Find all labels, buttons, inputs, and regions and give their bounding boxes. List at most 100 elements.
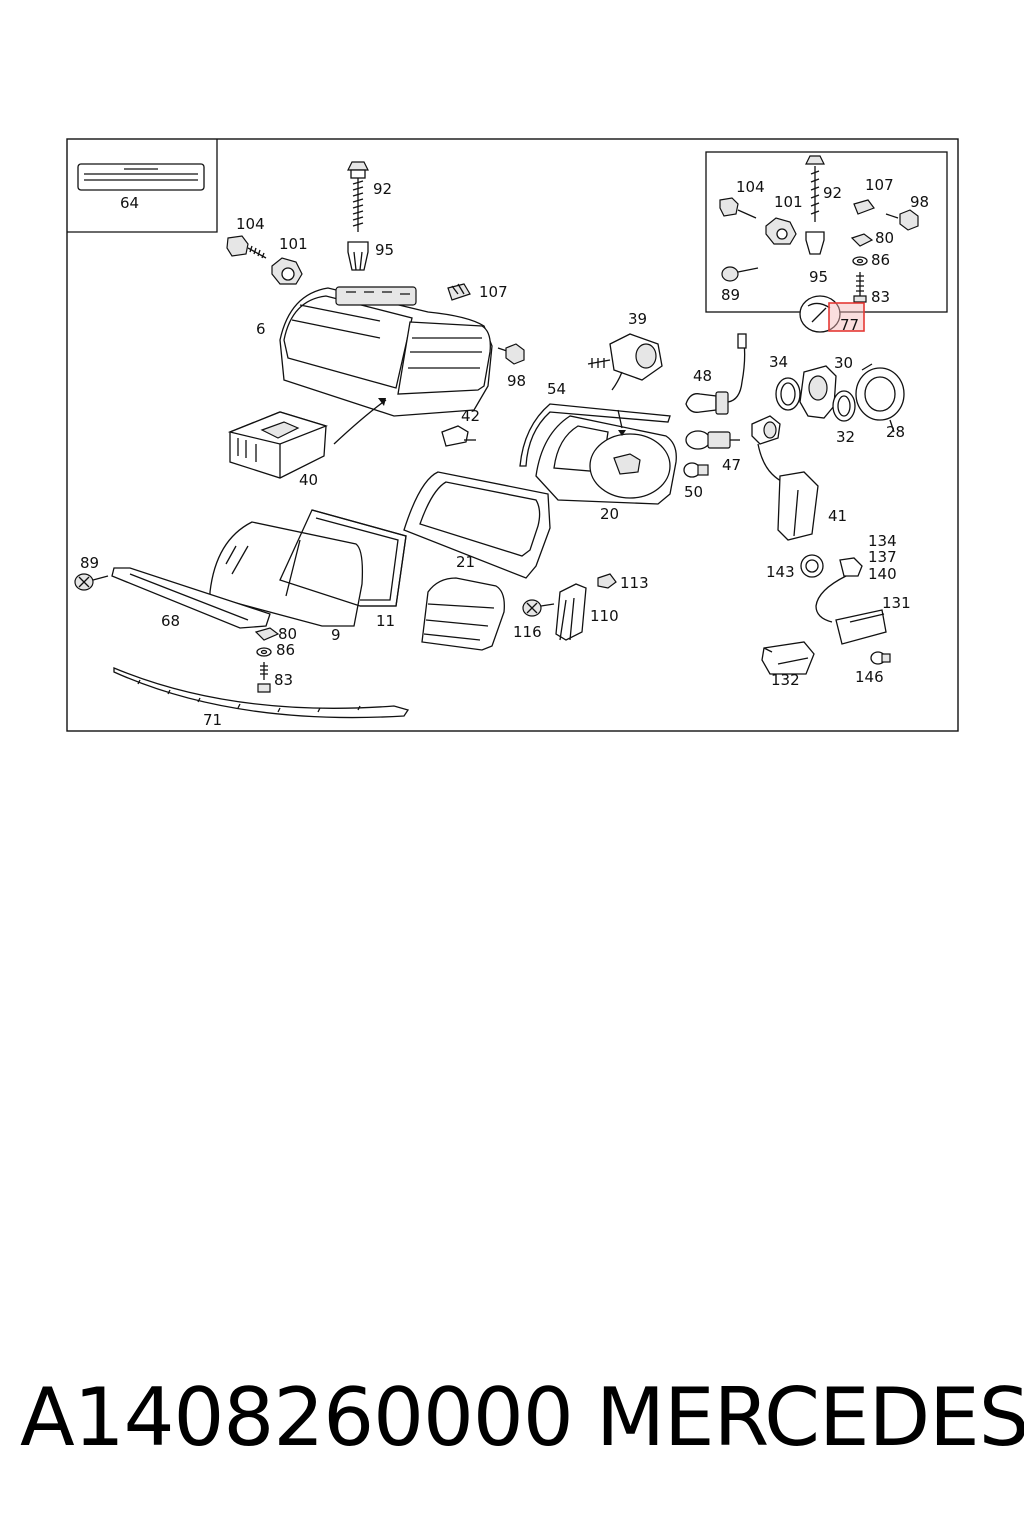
side-lamp-socket (815, 557, 863, 623)
callout-143: 143 (766, 563, 795, 581)
frame-21 (403, 471, 551, 579)
callout-132: 132 (771, 671, 800, 689)
callout-146: 146 (855, 668, 884, 686)
inset-bolt-104 (719, 197, 757, 219)
headlamp-assembly-6 (279, 286, 493, 417)
inset-screw-83 (853, 272, 867, 303)
callout-48: 48 (693, 367, 712, 385)
bulb-146 (870, 651, 891, 665)
inset-clip-80 (850, 233, 874, 247)
inset-nut-101 (765, 217, 797, 245)
headlamp-lens-9 (209, 521, 364, 627)
bracket-110 (555, 583, 587, 641)
part-number: A1408260000 (20, 1371, 574, 1464)
callout-inset-98: 98 (910, 193, 929, 211)
callout-68: 68 (161, 612, 180, 630)
callout-140: 140 (868, 565, 897, 583)
nut-101-left (271, 257, 303, 285)
screw-116 (522, 599, 555, 617)
callout-39: 39 (628, 310, 647, 328)
side-marker-131 (835, 609, 887, 645)
callout-131: 131 (882, 594, 911, 612)
callout-34: 34 (769, 353, 788, 371)
callout-inset-83: 83 (871, 288, 890, 306)
strip-71 (113, 667, 410, 719)
clip-113 (597, 573, 617, 589)
screw-92 (347, 161, 369, 232)
clip-107-left (447, 283, 471, 301)
cover-cap-28 (855, 363, 905, 433)
callout-inset-89: 89 (721, 286, 740, 304)
callout-28: 28 (886, 423, 905, 441)
callout-inset-104: 104 (736, 178, 765, 196)
callout-50: 50 (684, 483, 703, 501)
inset-clip-95 (805, 231, 825, 255)
callout-40: 40 (299, 471, 318, 489)
callout-89: 89 (80, 554, 99, 572)
callout-inset-107: 107 (865, 176, 894, 194)
callout-101: 101 (279, 235, 308, 253)
ballast-module-40 (227, 411, 328, 479)
callout-71: 71 (203, 711, 222, 729)
callout-116: 116 (513, 623, 542, 641)
lens-seal-11 (279, 509, 407, 607)
callout-98: 98 (507, 372, 526, 390)
callout-41: 41 (828, 507, 847, 525)
callout-11: 11 (376, 612, 395, 630)
callout-6: 6 (256, 320, 266, 338)
highlight-box-77 (828, 302, 865, 332)
footer-caption: A1408260000 MERCEDES (0, 1368, 1024, 1478)
callout-134: 134 (868, 532, 897, 550)
screw-98-left (497, 343, 525, 365)
indicator-lens (421, 577, 505, 651)
arrow-40-to-6 (333, 398, 387, 445)
callout-64: 64 (120, 194, 139, 212)
bulb-50 (683, 462, 709, 478)
clip-95 (347, 241, 369, 271)
clip-stack-left (254, 627, 280, 693)
inset-part-64: 64 (67, 139, 218, 233)
callout-80: 80 (278, 625, 297, 643)
inset-washer-86 (852, 256, 868, 266)
callout-inset-80: 80 (875, 229, 894, 247)
trim-strip-68 (111, 567, 271, 629)
callout-9: 9 (331, 626, 341, 644)
headlamp-parts-diagram: 64 (66, 138, 959, 732)
callout-92: 92 (373, 180, 392, 198)
socket-cable-41 (751, 415, 819, 541)
callout-104: 104 (236, 215, 265, 233)
screw-89-left (74, 573, 109, 591)
callout-inset-95: 95 (809, 268, 828, 286)
brand-name: MERCEDES (596, 1371, 1024, 1464)
callout-113: 113 (620, 574, 649, 592)
callout-21: 21 (456, 553, 475, 571)
callout-86: 86 (276, 641, 295, 659)
callout-20: 20 (600, 505, 619, 523)
callout-77: 77 (840, 316, 859, 334)
callout-42: 42 (461, 407, 480, 425)
side-marker-132 (761, 641, 815, 675)
callout-110: 110 (590, 607, 619, 625)
reflector-housing-20 (535, 409, 677, 505)
callout-inset-86: 86 (871, 251, 890, 269)
grommet-143 (800, 554, 824, 578)
inset-box-right (705, 151, 948, 313)
callout-107: 107 (479, 283, 508, 301)
callout-inset-101: 101 (774, 193, 803, 211)
bulb-holder-30 (799, 365, 837, 419)
bulb-48 (685, 333, 747, 415)
inset-disc-77 (799, 295, 841, 333)
inset-screw-92 (805, 155, 825, 222)
leveling-motor-39 (587, 333, 663, 391)
callout-95: 95 (375, 241, 394, 259)
callout-54: 54 (547, 380, 566, 398)
clip-42 (441, 425, 476, 447)
callout-30: 30 (834, 354, 853, 372)
callout-32: 32 (836, 428, 855, 446)
callout-inset-92: 92 (823, 184, 842, 202)
inset-clip-107 (853, 199, 875, 215)
seal-ring-32 (832, 390, 856, 422)
bulb-47 (685, 430, 740, 450)
bolt-104-left (226, 235, 267, 259)
callout-47: 47 (722, 456, 741, 474)
